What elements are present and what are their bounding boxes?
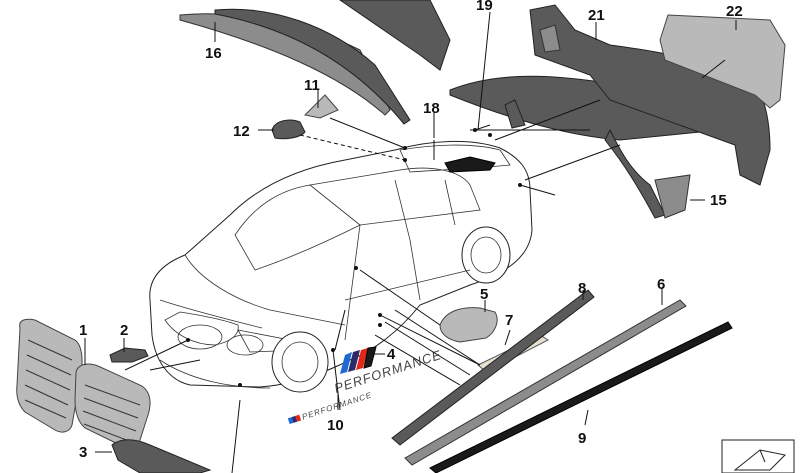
callout-3: 3 (79, 444, 87, 461)
side-skirt-trim-part (404, 299, 687, 466)
callout-16: 16 (205, 45, 222, 62)
callout-4: 4 (387, 346, 396, 363)
orientation-box-icon (721, 439, 795, 473)
side-skirt-part (391, 289, 595, 446)
callout-2: 2 (120, 322, 128, 339)
side-decal-part (429, 321, 733, 473)
mirror-triangle-part (303, 94, 339, 119)
callout-21: 21 (588, 7, 605, 24)
callout-5: 5 (480, 286, 488, 303)
callout-18: 18 (423, 100, 440, 117)
callout-8: 8 (578, 280, 586, 297)
callout-9: 9 (578, 430, 586, 447)
callout-15: 15 (710, 192, 727, 209)
callout-12: 12 (233, 123, 250, 140)
rear-wing-part (449, 75, 730, 219)
callout-19: 19 (476, 0, 493, 14)
callout-numbers: 1 2 3 4 5 6 7 8 9 10 11 12 15 16 18 19 2… (79, 0, 743, 461)
mirror-cap-part (439, 307, 498, 343)
front-lip-part (111, 439, 212, 473)
callout-7: 7 (505, 312, 513, 329)
callout-11: 11 (304, 77, 320, 94)
kidney-grille-part (16, 318, 151, 449)
callout-22: 22 (726, 3, 743, 20)
callout-1: 1 (79, 322, 87, 339)
antenna-cover-part (271, 119, 306, 140)
trunk-spoiler-parts (179, 0, 451, 125)
m-badge-part (340, 346, 377, 374)
clip-part (109, 347, 149, 363)
car-outline (149, 140, 533, 393)
callout-6: 6 (657, 276, 665, 293)
leader-lines (84, 11, 737, 473)
callout-10: 10 (327, 417, 344, 434)
attach-dots (186, 128, 522, 387)
